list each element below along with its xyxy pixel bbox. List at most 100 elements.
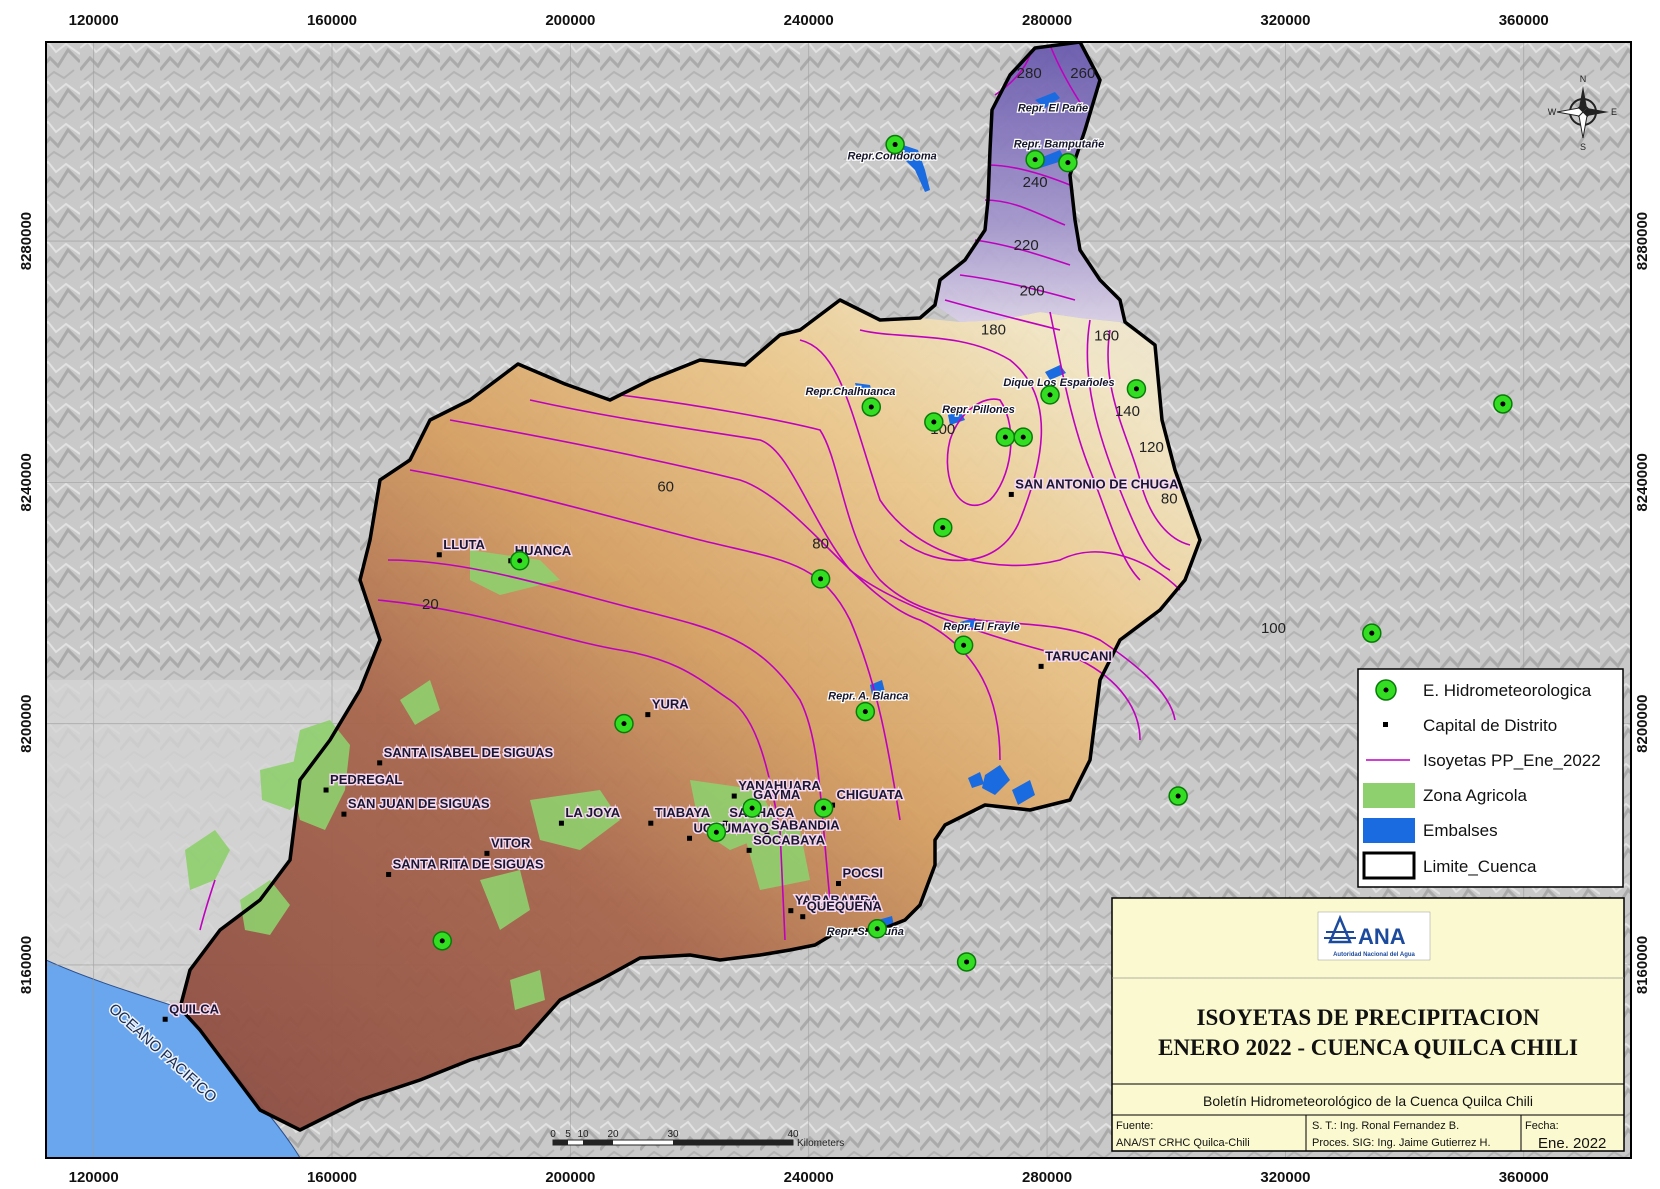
ana-logo-subtext: Autoridad Nacional del Agua bbox=[1333, 952, 1415, 958]
isoyeta-label: 240 bbox=[1023, 174, 1048, 191]
isoyeta-label: 280 bbox=[1017, 65, 1042, 82]
x-tick-label-bottom: 120000 bbox=[69, 1169, 119, 1186]
y-tick-label-left: 8200000 bbox=[18, 694, 35, 752]
capital-label: LLUTA bbox=[443, 537, 485, 552]
capital-label: TIABAYA bbox=[655, 805, 711, 820]
station-center bbox=[961, 642, 967, 648]
legend-capital: Capital de Distrito bbox=[1383, 716, 1557, 735]
legend-label-capital: Capital de Distrito bbox=[1423, 716, 1557, 735]
capital-marker bbox=[558, 820, 564, 826]
fuente-label: Fuente: bbox=[1116, 1120, 1153, 1132]
station-center bbox=[439, 938, 445, 944]
station-center bbox=[517, 558, 523, 564]
capital-label: YURA bbox=[652, 697, 689, 712]
ana-logo: ANA Autoridad Nacional del Agua bbox=[1324, 914, 1416, 958]
station-center bbox=[818, 576, 824, 582]
capital-label: PEDREGAL bbox=[330, 772, 402, 787]
isoyeta-label: 100 bbox=[1261, 620, 1286, 637]
station-center bbox=[931, 419, 937, 425]
legend-label-limite: Limite_Cuenca bbox=[1423, 857, 1537, 876]
x-tick-label-top: 280000 bbox=[1022, 12, 1072, 29]
capital-label: VITOR bbox=[491, 835, 531, 850]
title-line-2: ENERO 2022 - CUENCA QUILCA CHILI bbox=[1158, 1035, 1578, 1060]
capital-marker bbox=[162, 1016, 168, 1022]
legend-box bbox=[1357, 668, 1624, 888]
x-tick-label-bottom: 280000 bbox=[1022, 1169, 1072, 1186]
isoyeta-label: 80 bbox=[812, 536, 829, 553]
isoyeta-label: 60 bbox=[657, 478, 674, 495]
scale-tick-label: 40 bbox=[787, 1129, 799, 1140]
scale-tick-label: 5 bbox=[565, 1129, 571, 1140]
station-center bbox=[1047, 392, 1053, 398]
isoyeta-label: 40 bbox=[544, 542, 561, 559]
legend-limite: Limite_Cuenca bbox=[1362, 851, 1537, 880]
capital-marker bbox=[323, 787, 329, 793]
capital-label: SABANDIA bbox=[771, 817, 840, 832]
isoyeta-label: 120 bbox=[1139, 439, 1164, 456]
isoyeta-label: 140 bbox=[1115, 403, 1140, 420]
fuente-value: ANA/ST CRHC Quilca-Chili bbox=[1116, 1137, 1250, 1149]
capital-marker bbox=[1008, 491, 1014, 497]
scale-unit: Kilometers bbox=[797, 1138, 844, 1149]
x-tick-label-bottom: 360000 bbox=[1499, 1169, 1549, 1186]
y-tick-label-right: 8200000 bbox=[1634, 694, 1651, 752]
capital-label: QUILCA bbox=[169, 1001, 219, 1016]
capital-label: POCSI bbox=[843, 866, 883, 881]
title-block: ANA Autoridad Nacional del Agua ISOYETAS… bbox=[1111, 897, 1625, 1152]
north-arrow: N S E W bbox=[1548, 74, 1617, 152]
station-center bbox=[713, 829, 719, 835]
station-center bbox=[868, 404, 874, 410]
legend-isoyeta: Isoyetas PP_Ene_2022 bbox=[1366, 751, 1601, 770]
st-credit: S. T.: Ing. Ronal Fernandez B. bbox=[1312, 1120, 1459, 1132]
south-label: S bbox=[1580, 142, 1586, 152]
reservoir-label: Dique Los Españoles bbox=[1003, 377, 1114, 389]
isoyetas-lines bbox=[199, 44, 1191, 941]
capital-marker bbox=[341, 811, 347, 817]
isoyeta-label: 260 bbox=[1070, 65, 1095, 82]
west-label: W bbox=[1548, 107, 1557, 117]
capital-label: SAN ANTONIO DE CHUGA bbox=[1015, 476, 1179, 491]
capital-marker bbox=[836, 881, 841, 887]
station-center bbox=[892, 142, 898, 148]
basin-north bbox=[935, 42, 1125, 322]
capital-marker bbox=[788, 908, 794, 914]
station-center bbox=[1369, 630, 1375, 636]
station-center bbox=[1020, 434, 1026, 440]
reservoir-label: Repr. A. Blanca bbox=[828, 691, 908, 703]
capital-marker bbox=[436, 552, 442, 558]
capital-label: SANTA RITA DE SIGUAS bbox=[393, 856, 544, 871]
scale-tick-label: 20 bbox=[607, 1129, 619, 1140]
y-tick-label-right: 8160000 bbox=[1634, 936, 1651, 994]
east-label: E bbox=[1611, 107, 1617, 117]
legend-label-agricola: Zona Agricola bbox=[1423, 786, 1527, 805]
legend: E. Hidrometeorologica Capital de Distrit… bbox=[1357, 668, 1624, 888]
capital-label: YANAHUARA bbox=[738, 778, 821, 793]
capital-label: SAN JUAN DE SIGUAS bbox=[348, 796, 490, 811]
capital-marker bbox=[764, 832, 770, 838]
x-tick-label-top: 240000 bbox=[784, 12, 834, 29]
x-tick-label-top: 160000 bbox=[307, 12, 357, 29]
reservoir-label: Repr.Condoroma bbox=[848, 151, 937, 163]
isoyeta-label: 180 bbox=[981, 322, 1006, 339]
legend-station: E. Hidrometeorologica bbox=[1375, 679, 1592, 701]
scale-tick-label: 10 bbox=[577, 1129, 589, 1140]
isoyeta-label: 160 bbox=[1094, 328, 1119, 345]
scale-tick-label: 30 bbox=[667, 1129, 679, 1140]
y-tick-label-right: 8280000 bbox=[1634, 212, 1651, 270]
y-tick-label-left: 8160000 bbox=[18, 936, 35, 994]
capital-label: HUANCA bbox=[515, 543, 572, 558]
station-center bbox=[940, 525, 946, 531]
capital-marker bbox=[731, 793, 737, 799]
capital-marker bbox=[386, 871, 392, 877]
reservoir-label: Repr. Pillones bbox=[942, 404, 1015, 416]
station-center bbox=[1002, 434, 1008, 440]
reservoir-label: Repr.Chalhuanca bbox=[805, 386, 895, 398]
station-center bbox=[964, 959, 970, 965]
isoyeta-label: 80 bbox=[1161, 490, 1178, 507]
capital-marker bbox=[1038, 663, 1044, 669]
